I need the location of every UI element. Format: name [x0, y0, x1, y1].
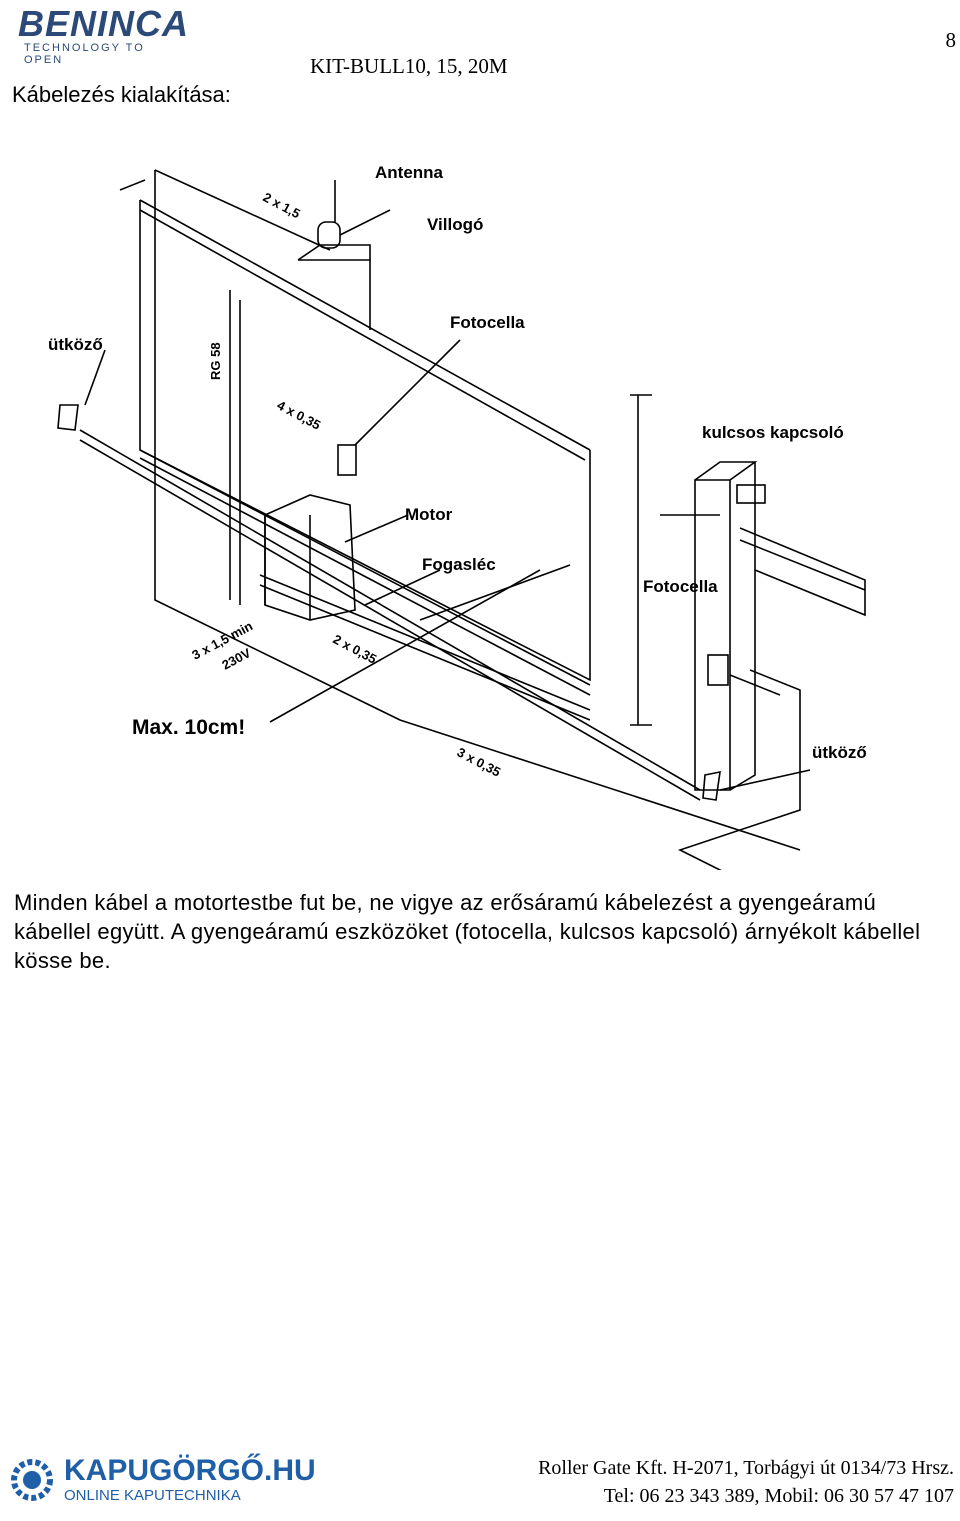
label-stopper-right: ütköző	[812, 743, 867, 762]
label-stopper-left: ütköző	[48, 335, 103, 354]
cable-label-2: RG 58	[208, 342, 223, 380]
logo-tagline: TECHNOLOGY TO OPEN	[24, 42, 145, 66]
label-photocell-right: Fotocella	[643, 577, 718, 596]
beninca-logo: BENINCA TECHNOLOGY TO OPEN	[18, 3, 190, 67]
right-pillar	[694, 479, 731, 791]
kapugorgo-logo: KAPUGÖRGŐ.HU ONLINE KAPUTECHNIKA	[8, 1455, 328, 1519]
model-title: KIT-BULL10, 15, 20M	[310, 54, 508, 78]
cable-label-3: 4 x 0,35	[275, 397, 324, 432]
gate-panel-outline	[139, 200, 591, 682]
cable-label-5: 230V	[219, 645, 253, 673]
rack-rail	[259, 574, 591, 711]
gear-icon	[11, 1458, 53, 1501]
stopper-left	[57, 404, 79, 431]
label-key-switch: kulcsos kapcsoló	[702, 423, 844, 442]
page-number: 8	[945, 28, 957, 52]
stopper-right	[702, 770, 721, 801]
footer-logo-name: KAPUGÖRGŐ.HU	[64, 1454, 316, 1487]
footer-address: Roller Gate Kft. H-2071, Torbágyi út 013…	[538, 1457, 954, 1479]
label-max-gap: Max. 10cm!	[132, 716, 245, 739]
label-flasher: Villogó	[427, 215, 483, 234]
label-motor: Motor	[405, 505, 453, 524]
label-antenna: Antenna	[375, 163, 444, 182]
right-fence	[739, 527, 866, 617]
wiring-diagram: Antenna Villogó Fotocella ütköző kulcsos…	[48, 163, 867, 870]
cable-label-6: 2 x 0,35	[331, 631, 380, 666]
photocell-left	[337, 444, 357, 476]
cable-path-outer	[154, 170, 801, 851]
label-photocell-top: Fotocella	[450, 313, 525, 332]
label-rack: Fogasléc	[422, 555, 496, 574]
footer-phone: Tel: 06 23 343 389, Mobil: 06 30 57 47 1…	[603, 1485, 954, 1507]
cable-label-7: 3 x 0,35	[455, 744, 504, 779]
cable-label-1: 2 x 1,5	[261, 189, 303, 221]
logo-brand: BENINCA	[18, 3, 190, 44]
section-heading: Kábelezés kialakítása:	[12, 82, 231, 107]
flasher-lamp	[317, 221, 341, 249]
photocell-right	[707, 654, 729, 686]
footer-logo-sub: ONLINE KAPUTECHNIKA	[64, 1487, 241, 1504]
body-paragraph: Minden kábel a motortestbe fut be, ne vi…	[14, 890, 921, 973]
key-switch-box	[736, 484, 766, 504]
